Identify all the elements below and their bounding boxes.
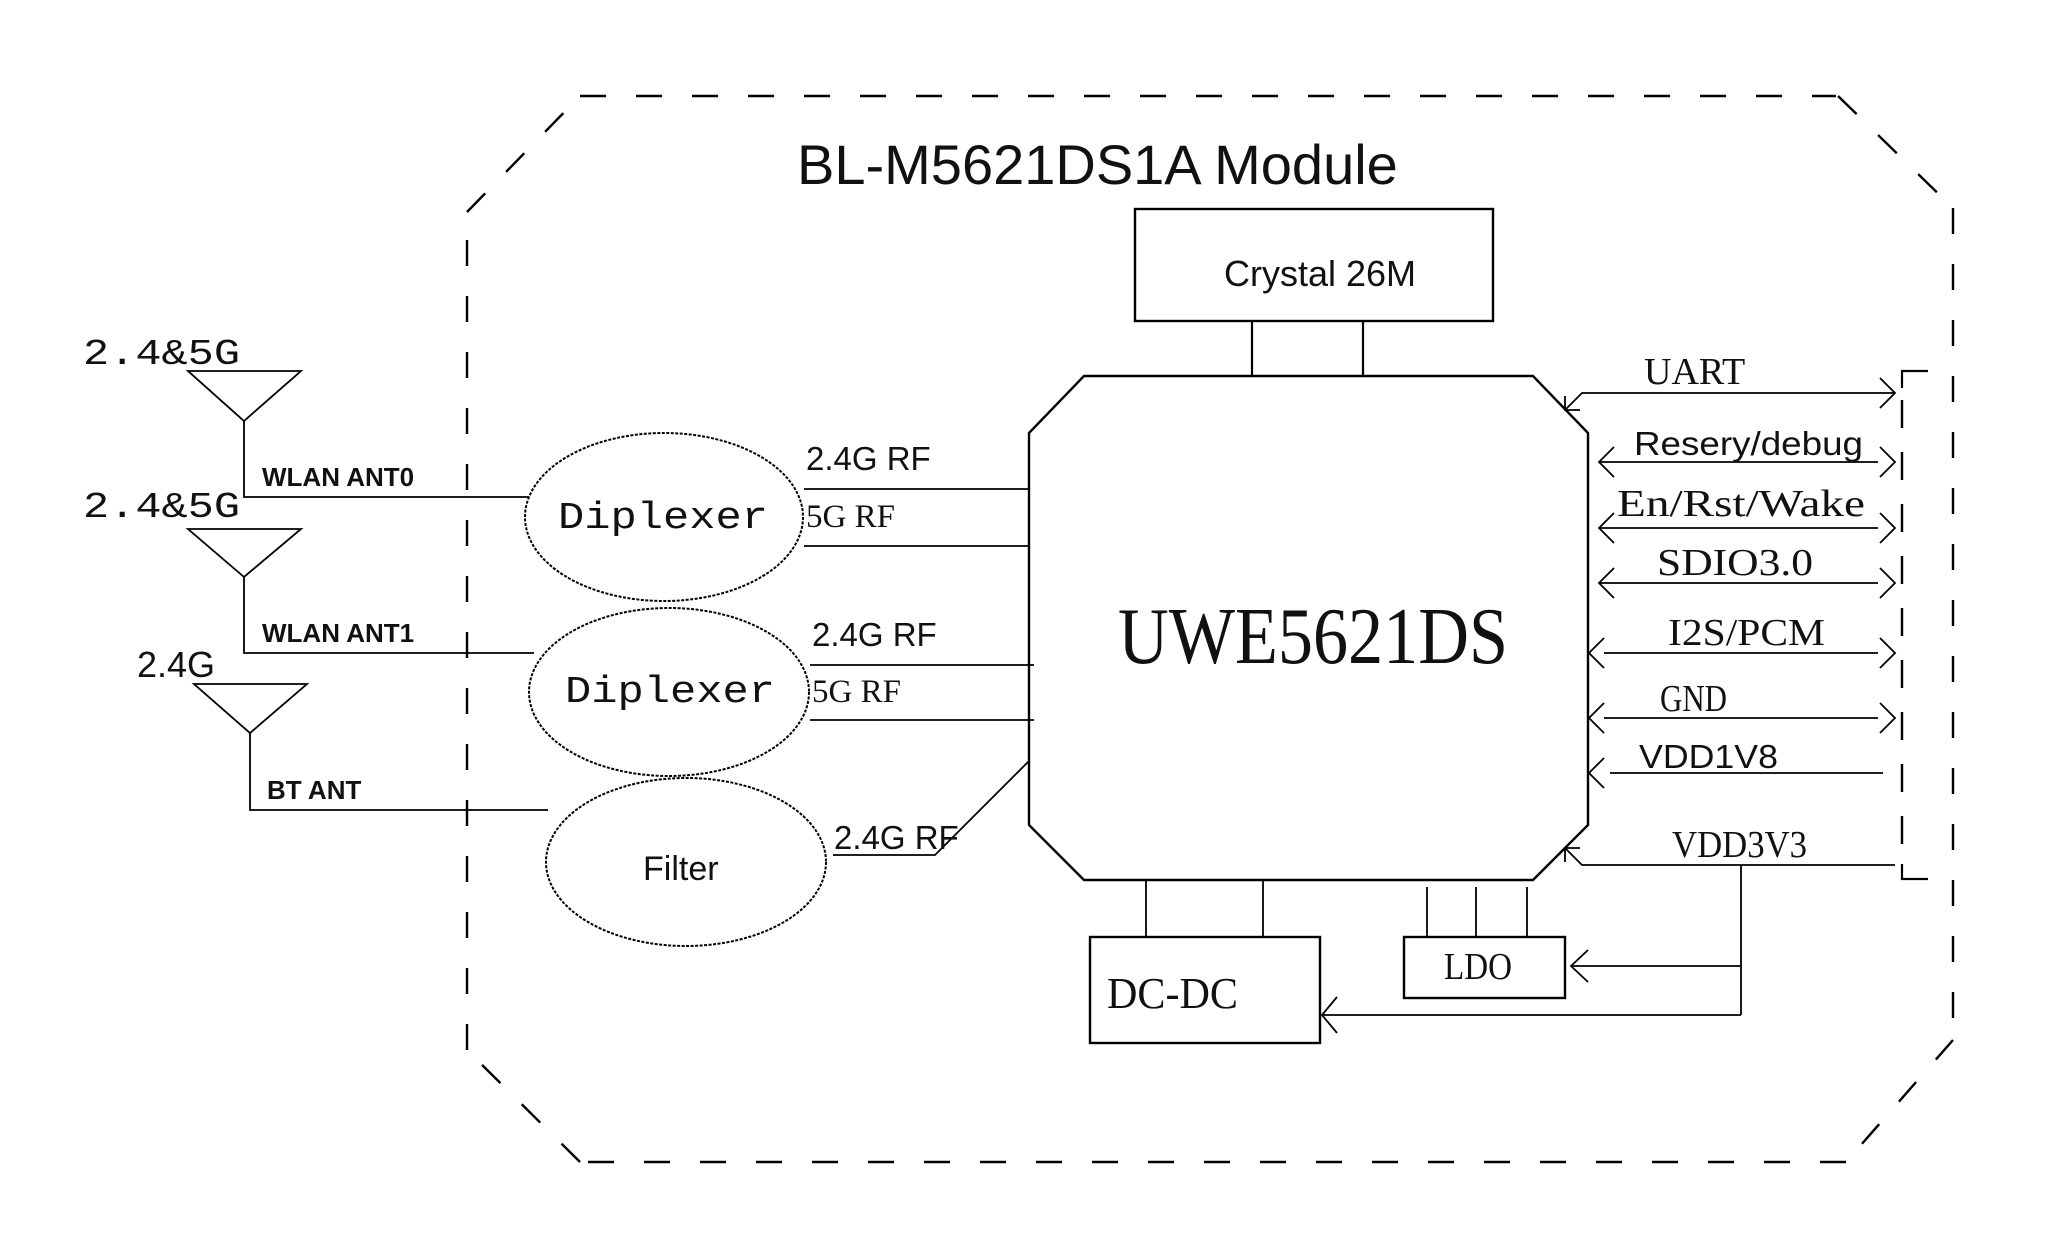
diplexer-label: Diplexer	[565, 671, 775, 714]
interface-label: VDD1V8	[1639, 738, 1778, 775]
antenna-0: 2.4&5G WLAN ANT0	[83, 334, 530, 498]
antenna-band-label: 2.4&5G	[83, 334, 240, 375]
rf-port-label: 5G RF	[806, 499, 895, 535]
dcdc-label: DC-DC	[1107, 969, 1238, 1018]
crystal-block: Crystal 26M	[1133, 207, 1495, 376]
rf-port-label: 2.4G RF	[806, 440, 931, 477]
interface-label: GND	[1660, 678, 1727, 720]
module-boundary	[465, 94, 1955, 1164]
rf-port-label: 2.4G RF	[834, 819, 959, 856]
interface-en-rst-wake: En/Rst/Wake	[1597, 483, 1897, 544]
rf-port-label: 5G RF	[812, 674, 901, 710]
antenna-band-label: 2.4G	[137, 644, 215, 685]
dcdc-block: DC-DC	[1088, 880, 1741, 1045]
filter-label: Filter	[643, 850, 719, 888]
ldo-label: LDO	[1444, 946, 1512, 988]
crystal-label: Crystal 26M	[1224, 253, 1416, 294]
module-title: BL-M5621DS1A Module	[797, 133, 1398, 196]
interface-uart: UART	[1564, 351, 1897, 411]
interface-label: I2S/PCM	[1668, 612, 1825, 654]
antenna-icon	[185, 370, 304, 423]
ldo-block: LDO	[1402, 887, 1741, 1000]
antenna-band-label: 2.4&5G	[83, 487, 240, 528]
interface-label: VDD3V3	[1672, 824, 1807, 866]
antenna-1: 2.4&5G WLAN ANT1	[83, 487, 534, 654]
diplexer-0: Diplexer 2.4G RF 5G RF	[524, 432, 1029, 602]
interface-label: En/Rst/Wake	[1617, 483, 1865, 525]
antenna-2: 2.4G BT ANT	[137, 644, 548, 811]
rf-port-label: 2.4G RF	[812, 616, 937, 653]
interface-label: Resery/debug	[1634, 425, 1863, 462]
antenna-name-label: WLAN ANT1	[262, 618, 414, 648]
diplexer-1: Diplexer 2.4G RF 5G RF	[528, 607, 1034, 777]
interface-vdd3v3: VDD3V3	[1564, 824, 1895, 1015]
interface-gnd: GND	[1587, 678, 1897, 734]
filter-block: Filter 2.4G RF	[545, 760, 1030, 947]
antenna-icon	[185, 528, 304, 579]
antenna-icon	[191, 683, 310, 735]
diplexer-label: Diplexer	[558, 497, 768, 540]
interface-vdd1v8: VDD1V8	[1587, 738, 1883, 789]
interface-label: SDIO3.0	[1657, 542, 1813, 584]
chip-block: UWE5621DS	[1027, 374, 1590, 882]
interface-sdio: SDIO3.0	[1597, 542, 1897, 599]
interface-i2s-pcm: I2S/PCM	[1587, 612, 1897, 669]
antenna-name-label: BT ANT	[267, 775, 361, 805]
chip-label: UWE5621DS	[1118, 593, 1508, 681]
interface-connector	[1900, 369, 1928, 881]
interface-resery-debug: Resery/debug	[1597, 425, 1897, 478]
interface-label: UART	[1644, 351, 1745, 393]
antenna-name-label: WLAN ANT0	[262, 462, 414, 492]
